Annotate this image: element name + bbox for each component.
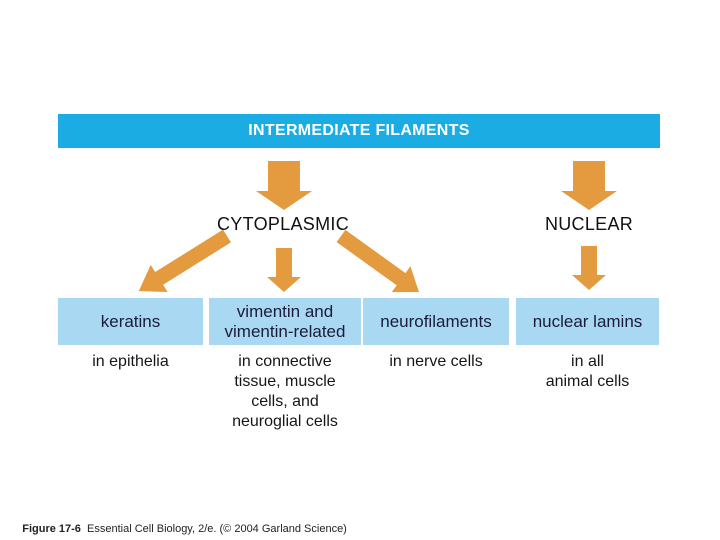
type-box-neurofilaments: neurofilaments <box>363 298 509 345</box>
diagonal-right-arrow-icon <box>336 229 419 293</box>
figure-source: Essential Cell Biology, 2/e. (© 2004 Gar… <box>80 523 347 535</box>
down-arrow-icon <box>572 246 606 290</box>
branch-label-cytoplasmic: CYTOPLASMIC <box>217 214 349 234</box>
type-box-nuclear-lamins: nuclear lamins <box>516 298 659 345</box>
down-arrow-icon <box>256 161 312 210</box>
type-box-vimentin: vimentin and vimentin-related <box>209 298 361 345</box>
type-box-keratins: keratins <box>58 298 203 345</box>
down-arrow-icon <box>561 161 617 210</box>
title-banner: INTERMEDIATE FILAMENTS <box>58 114 660 148</box>
location-nuclear-lamins: in all animal cells <box>545 353 630 390</box>
branch-label-nuclear: NUCLEAR <box>544 214 634 234</box>
location-vimentin: in connective tissue, muscle cells, and … <box>232 353 338 430</box>
location-keratins: in epithelia <box>92 353 169 370</box>
down-arrow-icon <box>267 248 301 292</box>
diagram-title: INTERMEDIATE FILAMENTS <box>248 122 470 139</box>
location-neurofilaments: in nerve cells <box>389 353 483 370</box>
figure-caption: Figure 17-6 Essential Cell Biology, 2/e.… <box>10 511 347 540</box>
figure-number: Figure 17-6 <box>22 523 81 535</box>
